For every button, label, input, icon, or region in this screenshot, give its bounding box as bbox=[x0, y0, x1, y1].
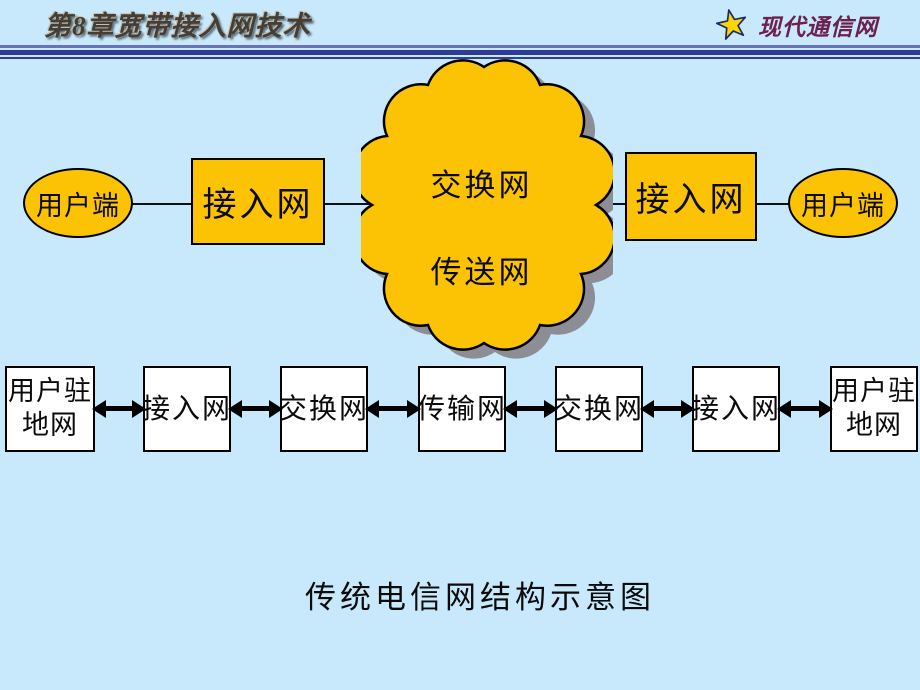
box-transmission-network: 传输网 bbox=[417, 366, 508, 452]
double-arrow-icon bbox=[777, 399, 833, 418]
double-arrow-icon bbox=[640, 399, 695, 418]
node-label: 用户端 bbox=[801, 190, 885, 221]
double-arrow-icon bbox=[503, 399, 558, 418]
box-access-network-right: 接入网 bbox=[691, 366, 782, 452]
box-switching-network-left: 交换网 bbox=[279, 366, 370, 452]
node-core-network-cloud: 交换网 传送网 bbox=[361, 58, 613, 360]
double-arrow-icon bbox=[365, 399, 421, 418]
box-label: 用户驻地网 bbox=[832, 376, 916, 440]
node-user-terminal-left: 用户端 bbox=[23, 168, 133, 238]
box-label: 接入网 bbox=[691, 393, 782, 425]
double-arrow-icon bbox=[228, 399, 283, 418]
box-access-network-left: 接入网 bbox=[142, 366, 233, 452]
cloud-shape bbox=[361, 59, 613, 359]
node-access-network-left: 接入网 bbox=[191, 158, 325, 245]
box-switching-network-right: 交换网 bbox=[554, 366, 645, 452]
header-divider bbox=[0, 45, 920, 59]
diagram-caption: 传统电信网结构示意图 bbox=[305, 580, 655, 615]
brand: 现代通信网 bbox=[714, 8, 878, 42]
cloud-label-transport: 传送网 bbox=[430, 255, 533, 290]
star-icon bbox=[715, 9, 747, 40]
box-label: 交换网 bbox=[554, 393, 645, 425]
cloud-body bbox=[361, 59, 613, 351]
box-user-premises-network-right: 用户驻地网 bbox=[830, 366, 918, 452]
slide-title: 第8章宽带接入网技术 bbox=[44, 11, 311, 41]
node-access-network-right: 接入网 bbox=[625, 152, 757, 241]
box-label: 传输网 bbox=[417, 393, 508, 425]
cloud-label-switching: 交换网 bbox=[430, 168, 533, 203]
node-user-terminal-right: 用户端 bbox=[788, 168, 898, 238]
box-label: 接入网 bbox=[142, 393, 233, 425]
node-label: 用户端 bbox=[36, 190, 120, 221]
node-label: 接入网 bbox=[202, 187, 314, 224]
node-label: 接入网 bbox=[635, 182, 747, 219]
box-label: 交换网 bbox=[279, 393, 370, 425]
box-user-premises-network-left: 用户驻地网 bbox=[5, 366, 95, 452]
brand-label: 现代通信网 bbox=[758, 15, 878, 40]
box-label: 用户驻地网 bbox=[8, 376, 92, 440]
double-arrow-icon bbox=[92, 399, 146, 418]
